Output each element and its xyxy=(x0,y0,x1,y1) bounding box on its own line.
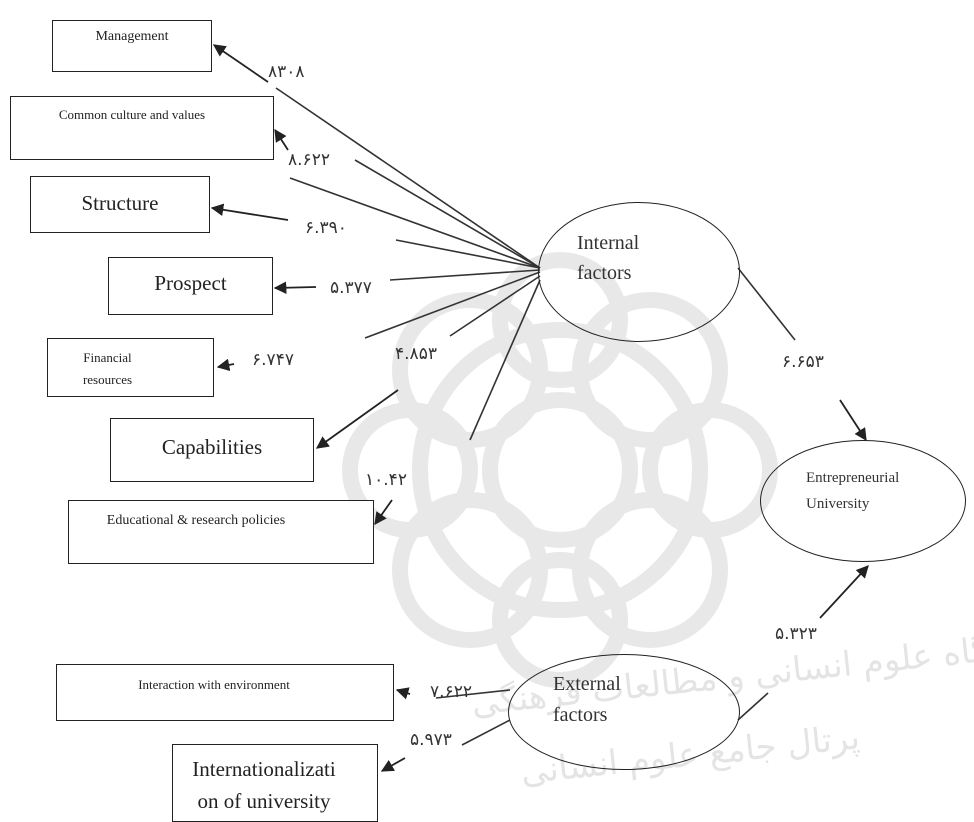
line-capabilities xyxy=(449,275,541,337)
arrow-capabilities xyxy=(315,389,399,449)
node-educational: Educational & research policies xyxy=(68,500,374,564)
coef-prospect: ۵.٣٧٧ xyxy=(330,278,372,298)
node-interaction-label: Interaction with environment xyxy=(138,677,290,692)
node-financial: Financial resources xyxy=(47,338,214,397)
arrow-prospect xyxy=(273,281,317,295)
coef-structure: ۶.٣٩٠ xyxy=(305,218,347,238)
node-management: Management xyxy=(52,20,212,72)
arrow-structure xyxy=(210,203,289,221)
arrow-external-university xyxy=(819,565,869,619)
node-internationalization-label: Internationalization of university xyxy=(192,757,336,813)
arrow-culture xyxy=(274,128,289,151)
line-culture xyxy=(354,159,541,269)
node-internal-factors: Internal factors xyxy=(538,202,740,342)
coef-financial: ۶.٧۴٧ xyxy=(252,350,294,370)
arrow-financial xyxy=(216,358,235,372)
coef-culture: ٨.۶٢٢ xyxy=(288,150,330,170)
line-external-out xyxy=(737,692,769,721)
node-educational-label: Educational & research policies xyxy=(106,513,286,528)
arrow-interaction xyxy=(395,687,411,700)
node-internal-factors-label: Internal factors xyxy=(577,232,640,284)
line-financial xyxy=(364,271,541,339)
coef-management: ٨٣٠٨ xyxy=(268,62,305,82)
node-external-factors: External factors xyxy=(508,654,740,770)
node-entrepreneurial-university: Entrepreneurial University xyxy=(760,440,966,562)
node-prospect: Prospect xyxy=(108,257,273,315)
coef-educational: ١٠.۴٢ xyxy=(365,470,407,490)
line-structure xyxy=(395,239,541,269)
coef-internationalization: ۵.٩٧٣ xyxy=(410,730,452,750)
coef-capabilities: ۴.٨۵٣ xyxy=(395,344,437,364)
line-internal-out xyxy=(737,267,796,341)
coef-interaction: ٧.۶٢٢ xyxy=(430,682,472,702)
node-entrepreneurial-university-label: Entrepreneurial University xyxy=(806,470,900,512)
node-internationalization: Internationalization of university xyxy=(172,744,378,822)
node-capabilities: Capabilities xyxy=(110,418,314,482)
node-capabilities-label: Capabilities xyxy=(161,435,263,459)
node-prospect-label: Prospect xyxy=(154,271,227,295)
arrow-internationalization xyxy=(380,757,406,772)
node-interaction: Interaction with environment xyxy=(56,664,394,721)
node-structure-label: Structure xyxy=(81,191,159,215)
line-external-in xyxy=(435,689,511,699)
line-external-international xyxy=(461,719,511,746)
arrow-management xyxy=(212,44,269,83)
coef-external-university: ۵.٣٢٣ xyxy=(775,624,817,644)
line-prospect xyxy=(389,269,541,281)
node-financial-label: Financial resources xyxy=(82,350,133,387)
arrow-internal-university xyxy=(839,399,867,442)
node-culture-label: Common culture and values xyxy=(58,107,206,122)
coef-internal-university: ۶.۶۵٣ xyxy=(782,352,824,372)
node-structure: Structure xyxy=(30,176,210,233)
line-culture-2 xyxy=(289,177,541,269)
node-management-label: Management xyxy=(95,29,169,44)
arrow-educational xyxy=(374,499,393,526)
node-culture: Common culture and values xyxy=(10,96,274,160)
line-educational xyxy=(469,279,541,441)
line-management xyxy=(275,87,541,269)
node-external-factors-label: External factors xyxy=(553,673,621,726)
